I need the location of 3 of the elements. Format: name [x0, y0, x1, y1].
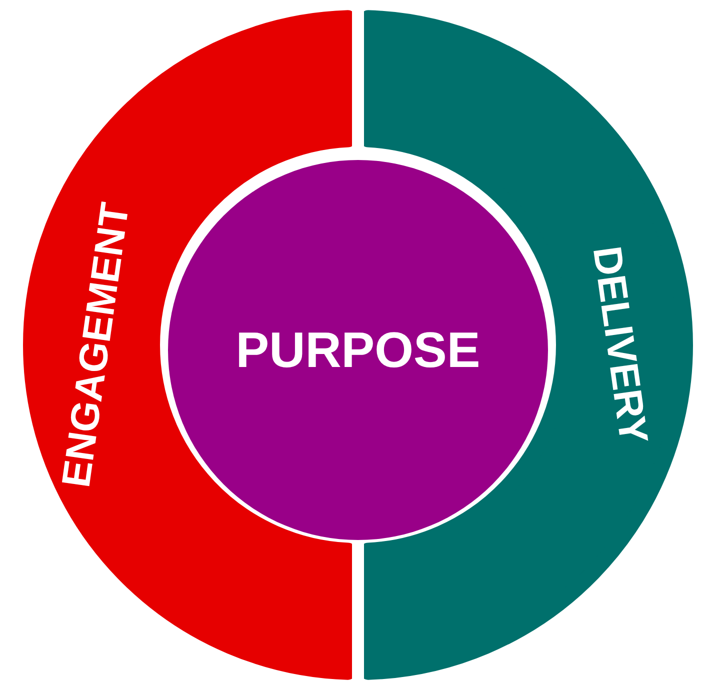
- segment-label: DELIVERY: [586, 244, 654, 446]
- segment-label: ENGAGEMENT: [56, 200, 136, 490]
- circle-label: PURPOSE: [236, 325, 480, 375]
